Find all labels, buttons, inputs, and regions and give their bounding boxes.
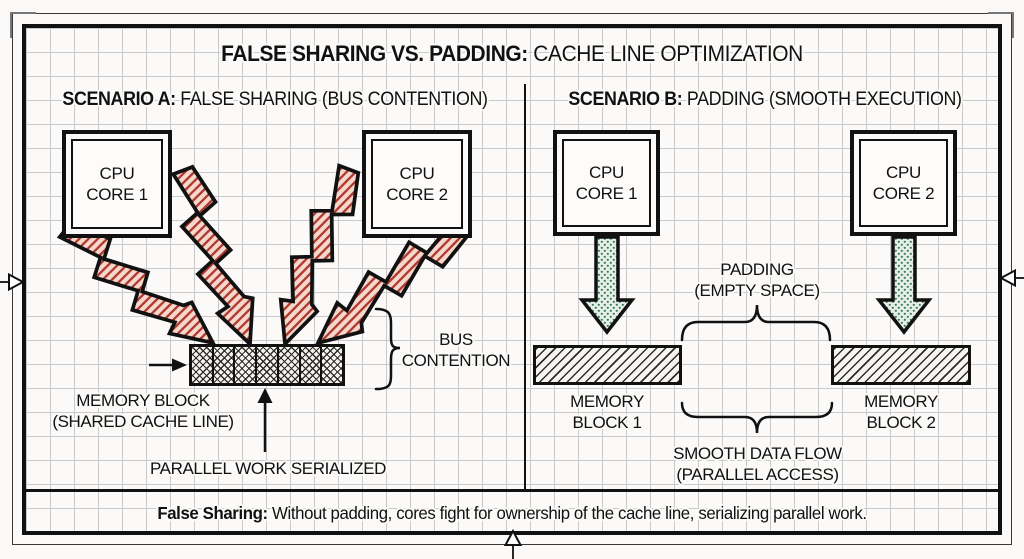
cpu-label: CORE 1 [575,184,638,203]
scenario-b-heading-bold: SCENARIO B: [568,89,683,110]
bottom-registration-arrow-icon [503,528,523,559]
page-title: FALSE SHARING VS. PADDING: CACHE LINE OP… [50,41,973,67]
cpu-core-1-box-b: CPU CORE 1 [553,130,660,236]
scenario-b-heading: SCENARIO B: PADDING (SMOOTH EXECUTION) [544,89,986,111]
scenario-a-heading: SCENARIO A: FALSE SHARING (BUS CONTENTIO… [45,89,506,111]
serialized-label: PARALLEL WORK SERIALIZED [148,458,388,479]
label-line: MEMORY [864,392,938,411]
memory-block-2-label: MEMORY BLOCK 2 [826,391,976,433]
label-line: BUS [439,330,473,349]
cache-line-cell [235,347,258,383]
label-line: BLOCK 1 [572,413,642,432]
cpu-label: CORE 2 [386,185,448,204]
cpu-label: CORE 2 [872,184,935,203]
label-line: SMOOTH DATA FLOW [673,444,842,463]
cache-line-cell [301,347,323,383]
cache-line-cell [322,347,342,383]
cpu-label: CPU [99,164,135,183]
smooth-flow-label: SMOOTH DATA FLOW (PARALLEL ACCESS) [660,443,855,485]
caption-rule [26,489,998,492]
cpu-label: CPU [886,163,921,182]
left-registration-arrow-icon [0,272,26,292]
cpu-core-2-box-b: CPU CORE 2 [850,130,957,236]
padding-label: PADDING (EMPTY SPACE) [677,259,837,301]
label-line: BLOCK 2 [866,413,936,432]
label-line: PARALLEL WORK SERIALIZED [149,459,387,478]
scenario-a-heading-rest: FALSE SHARING (BUS CONTENTION) [175,89,488,110]
scenario-a-heading-bold: SCENARIO A: [62,89,176,110]
caption-rest: Without padding, cores fight for ownersh… [267,503,867,523]
label-line: CONTENTION [401,351,511,370]
page-title-rest: CACHE LINE OPTIMIZATION [527,41,803,66]
cpu-core-1-box-a: CPU CORE 1 [62,130,172,238]
shared-cache-line-label: MEMORY BLOCK (SHARED CACHE LINE) [28,390,258,432]
label-line: (PARALLEL ACCESS) [676,465,839,484]
grid-paper-frame [22,24,1002,535]
shared-cache-line-block [189,344,345,386]
cpu-label: CPU [589,163,624,182]
label-line: (SHARED CACHE LINE) [52,412,234,431]
scenario-b-heading-rest: PADDING (SMOOTH EXECUTION) [682,89,962,110]
cpu-label: CPU [399,164,435,183]
cpu-core-2-box-a: CPU CORE 2 [362,130,472,238]
label-line: PADDING [720,260,794,279]
page-title-bold: FALSE SHARING VS. PADDING: [221,41,528,66]
memory-block-2 [831,345,971,385]
cpu-label: CORE 1 [86,185,148,204]
label-line: MEMORY [570,392,644,411]
cache-line-cell [257,347,279,383]
right-registration-arrow-icon [998,268,1024,288]
label-line: (EMPTY SPACE) [694,281,820,300]
caption-bold: False Sharing: [157,503,268,523]
memory-block-1-label: MEMORY BLOCK 1 [532,391,682,433]
bus-contention-label: BUS CONTENTION [400,329,512,371]
cache-line-cell [279,347,301,383]
label-line: MEMORY BLOCK [76,391,210,410]
cache-line-cell [192,347,214,383]
cache-line-cell [214,347,236,383]
bottom-caption: False Sharing: Without padding, cores fi… [45,503,978,524]
panel-divider [524,84,526,490]
memory-block-1 [533,345,682,385]
